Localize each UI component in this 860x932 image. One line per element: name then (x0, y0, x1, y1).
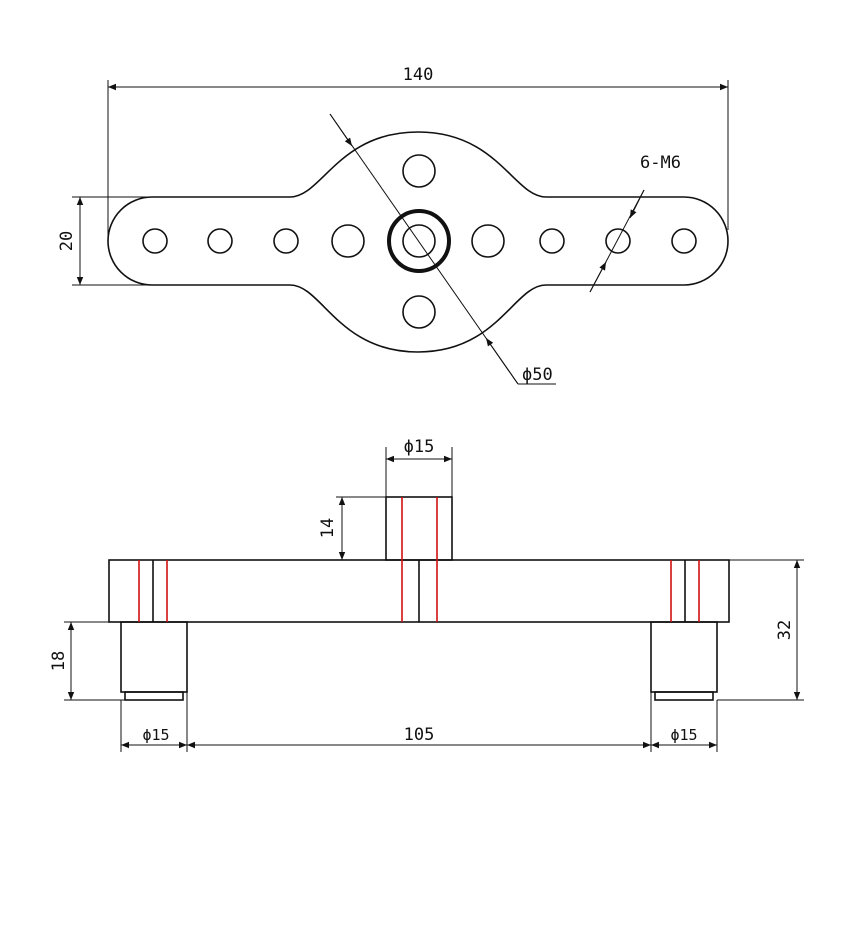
dim-thread-label: 6-M6 (640, 153, 681, 173)
dim-length-label: 140 (403, 65, 434, 85)
dim-m6-arrow-b (589, 261, 607, 293)
dim-leg-height-label: 18 (49, 651, 69, 671)
dim-leg-right-diameter-label: ϕ15 (670, 726, 697, 744)
hole (605, 228, 631, 254)
dim-width-label: 20 (57, 231, 77, 251)
top-view-outline (107, 131, 729, 353)
hole-upper (402, 154, 436, 188)
front-leg-left-foot (124, 691, 184, 701)
hole-lower (402, 295, 436, 329)
front-leg-right-foot (654, 691, 714, 701)
top-view: 140 20 6-M6 ϕ50 (57, 65, 729, 385)
dim-50-arrow-a (329, 113, 353, 147)
hole (207, 228, 233, 254)
hole (471, 224, 505, 258)
hole (273, 228, 299, 254)
front-leg-right (650, 621, 718, 693)
hole-row (142, 224, 697, 258)
front-top-pin (385, 496, 453, 561)
hub-outer-ring (387, 209, 451, 273)
hidden-lines (138, 497, 700, 622)
dim-leg-left-diameter-label: ϕ15 (142, 726, 169, 744)
hole (539, 228, 565, 254)
hole (142, 228, 168, 254)
dim-pin-top-height-label: 14 (318, 518, 338, 538)
dim-50-arrow-b (485, 337, 519, 385)
dim-leg-spacing-label: 105 (404, 725, 435, 745)
front-view: ϕ15 14 32 18 ϕ15 105 ϕ15 (49, 437, 804, 752)
dim-m6-arrow-a (629, 189, 645, 219)
hub-bore (402, 224, 436, 258)
dim-total-height-label: 32 (775, 620, 795, 640)
dim-hub-diameter-label: ϕ50 (522, 365, 553, 385)
dim-pin-top-diameter-label: ϕ15 (404, 437, 435, 457)
front-leg-left (120, 621, 188, 693)
hole (331, 224, 365, 258)
hole (671, 228, 697, 254)
